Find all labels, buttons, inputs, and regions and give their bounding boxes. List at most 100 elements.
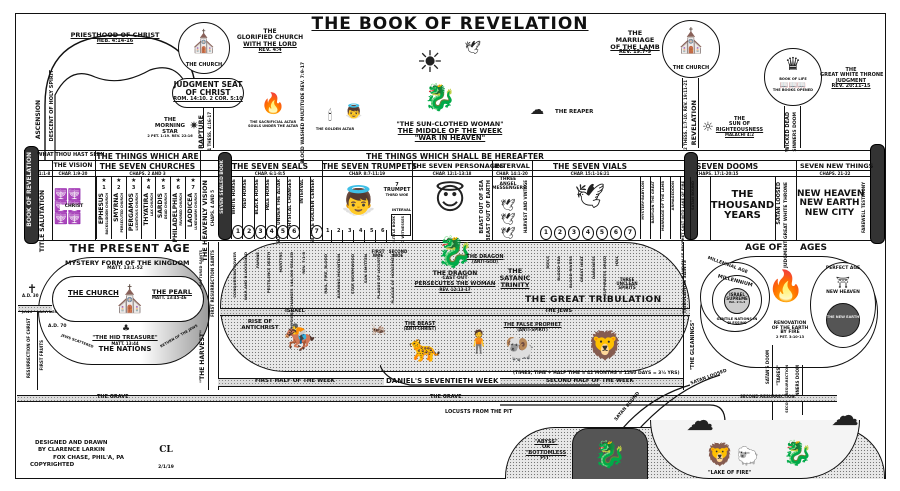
church-column: ★4ThyatiraLax Church (140, 177, 156, 239)
vial-number-icon: 1 (540, 226, 552, 240)
grave-mid-label: The Grave (430, 394, 462, 400)
scroll-right (870, 144, 885, 244)
glorified-line3: With The Lord (243, 40, 297, 48)
scroll-seven-dooms (684, 152, 698, 240)
vial-number-icon: 2 (554, 226, 566, 240)
rider-horse-icon: 🏇 (283, 322, 317, 353)
trumpet-effect-slot: Plague Of Horsemen (390, 250, 403, 308)
church-right-label: The Church (672, 65, 710, 71)
vial-angel-icon: 🕊 (574, 182, 606, 210)
dragon-heaven-icon: 🐉 (423, 82, 457, 113)
seal-column: White Horse1 (231, 177, 244, 239)
church-description: Dead Church (164, 193, 169, 220)
rapture-line-2 (213, 108, 214, 148)
angel-icon: 👼 (345, 104, 363, 120)
lion-beast-icon: 🦁 (706, 442, 734, 468)
trumpet-number: 5 (370, 228, 374, 234)
judgment-seat (172, 78, 244, 108)
marriage-line1: The (627, 29, 643, 37)
doom-label: Armageddon (671, 181, 675, 211)
sun-line1: The (733, 116, 745, 122)
header-seven-trumpets: The Seven Trumpets (322, 162, 418, 171)
credits-line4: Copyrighted (30, 462, 75, 469)
church-description: Lukewarm Church (194, 193, 199, 230)
hid-treasure-text: "The Hid Treasure" (92, 335, 158, 341)
abyss-line4: Pit" (540, 454, 552, 461)
seal-label: Physical Changes (288, 179, 294, 230)
dragon-cast-line1: The Dragon (432, 270, 478, 277)
new-city-text: New City (804, 207, 855, 218)
sun-clothed-label: "The Sun-Clothed Woman" (396, 120, 504, 128)
three-angel-label: Three Angel Messengers (492, 177, 526, 192)
seal-effect: War And Bloodshed (243, 252, 249, 301)
man-figure-icon: 🧍 (465, 329, 493, 355)
vial-number-icon: 4 (582, 226, 594, 240)
trumpets-ref: Chap. 8:7-11:19 (348, 171, 386, 176)
vial-effect-slot: Darkness (591, 252, 602, 302)
the-jews-label: The Jews (545, 308, 573, 314)
judgment-line1: Judgment Seat (173, 80, 243, 89)
sinners-doom-line (802, 365, 803, 415)
abyss-line3: "Bottomless (525, 449, 567, 456)
morning-star-ref: 2 Pet. 1:19. Rev. 22:16 (147, 134, 193, 139)
doom-column: Marriage Of The Lamb (660, 177, 670, 239)
white-throne-label: The Great White Throne Judgment Rev. 20:… (820, 67, 884, 89)
star-icon: ★ (160, 177, 167, 184)
sun-clothed-woman-icon: ☀ (416, 44, 444, 80)
vial-effect: Great Heat (579, 256, 585, 283)
seal-column: Pale Horse4 (264, 177, 278, 239)
seal-number-icon: 5 (277, 225, 289, 239)
three-unclean-line1: Three (619, 277, 635, 282)
harvest-vintage-label: Harvest And Vintage (523, 180, 528, 233)
morning-star-line3: Star (162, 128, 178, 135)
sun-icon: ☼ (702, 119, 714, 135)
doom-column: Satan Bound (690, 177, 700, 239)
divider (412, 160, 413, 240)
thousand-line1: The (731, 189, 754, 200)
seal-effect: Martyrs (277, 252, 283, 273)
three-unclean-label: Three Unclean Spirits (612, 277, 642, 291)
gentile-nations-label: Gentile Nations In Blessing (716, 317, 758, 325)
seal-column: Red Horse2 (242, 177, 256, 239)
seal-number-icon: 6 (288, 225, 301, 239)
trumpet-effect-slot: Plague Of Locusts (376, 250, 389, 308)
doom-column: Beast And False Prophet Cast Into Lake O… (680, 177, 690, 289)
sun-righteousness-label: The Sun Of Righteousness Malachi 4:2 (712, 116, 767, 137)
header-things-which-are: The Things Which Are (96, 152, 199, 161)
ad70-label: A.D. 70 (48, 324, 67, 329)
tree-icon: ♣ (121, 324, 131, 334)
satans-doom-label: Satan's Doom (765, 350, 770, 385)
doom-label: Mystery-Babylon (641, 181, 645, 220)
church-description: Lax Church (149, 193, 154, 217)
header-the-vision: The Vision (53, 162, 93, 169)
perfect-age-label: Perfect Age (825, 266, 861, 271)
churches-ref: Chaps. 2 and 3 (129, 171, 166, 176)
seal-label: Red Horse (243, 179, 249, 209)
trumpet-line (364, 230, 365, 250)
jews-left-label: Jews (22, 310, 33, 314)
revelation-line-2 (698, 78, 699, 148)
priesthood-text: Priesthood Of Christ (70, 31, 160, 39)
little-book-label: Little Book (392, 216, 396, 242)
rise-antichrist-label: Rise Of Antichrist (235, 319, 285, 332)
seal-effect: Pestilence Death (266, 252, 272, 294)
scroll-mid-label: Seven Sealed Book (220, 160, 225, 214)
dragon-anti-god-label: The Dragon (Anti-God) (460, 254, 510, 264)
thousand-line2: Thousand (710, 199, 775, 211)
church-column: ★1EphesusBackslidden Church (96, 177, 111, 239)
trumpet-effect-slot: Sun Smitten (363, 250, 376, 308)
church-name: Ephesus (98, 193, 105, 225)
divider (796, 160, 797, 240)
judgment-ref: Rom. 14:10. 2 Cor. 5:10 (173, 95, 243, 102)
new-earth-label: The New Earth (826, 315, 860, 319)
beast-label: The Beast (Anti-Christ) (395, 321, 445, 331)
morning-star-label: The Morning Star 2 Pet. 1:19. Rev. 22:16 (145, 117, 195, 139)
church-name: Thyatira (142, 193, 150, 226)
white-throne-line2: Great White Throne (820, 72, 884, 79)
renovation-line2: Of The Earth (771, 325, 809, 331)
book-of-life-label: Book Of Life (779, 77, 807, 81)
resurrection-christ-label: Resurrection Of Christ (26, 318, 31, 379)
seal-label: White Horse (232, 179, 237, 215)
three-angel-line2: Angel (499, 181, 517, 187)
header-interval: Interval (494, 162, 530, 170)
